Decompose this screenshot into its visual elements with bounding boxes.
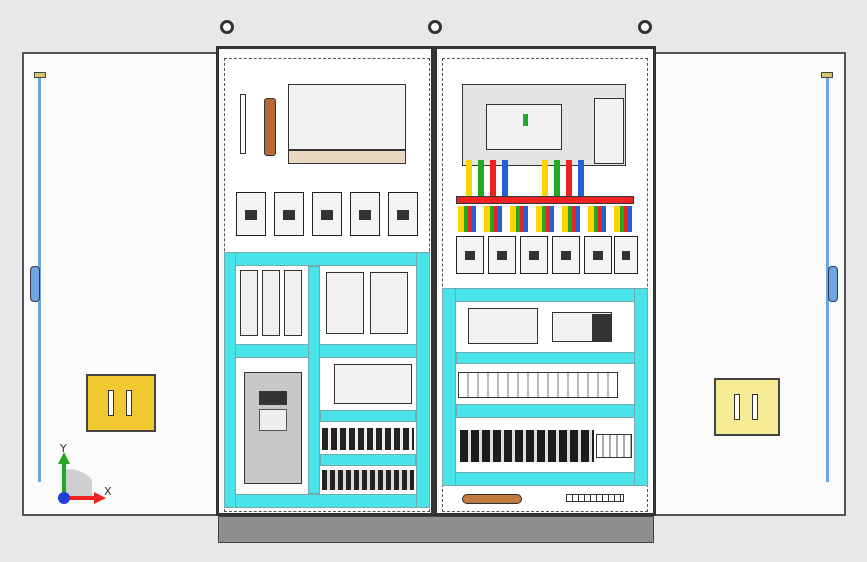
bus-cable-blue bbox=[578, 160, 584, 196]
bus-cable-red bbox=[490, 160, 496, 196]
breaker bbox=[584, 236, 612, 274]
busbar-stripes bbox=[458, 206, 634, 232]
right-door-hinge-rail bbox=[826, 76, 829, 482]
lifting-eye-icon bbox=[638, 20, 652, 34]
plc-green-marker bbox=[523, 114, 528, 126]
wire-duct-vertical bbox=[634, 288, 648, 486]
bus-cable-green bbox=[478, 160, 484, 196]
plc-io-module bbox=[594, 98, 624, 164]
power-supply bbox=[326, 272, 364, 334]
busbar-small-vertical bbox=[264, 98, 276, 156]
breaker bbox=[312, 192, 342, 236]
bus-cable-blue bbox=[502, 160, 508, 196]
left-hinge-top bbox=[34, 72, 46, 78]
terminal-block-row bbox=[460, 430, 594, 462]
breaker bbox=[488, 236, 516, 274]
left-hinge-mid bbox=[30, 266, 40, 302]
bus-cable-red bbox=[566, 160, 572, 196]
fuse-holder bbox=[284, 270, 302, 336]
plc-expansion bbox=[468, 308, 538, 344]
right-hinge-top bbox=[821, 72, 833, 78]
breaker bbox=[388, 192, 418, 236]
axis-label-y: Y bbox=[60, 442, 67, 455]
wire-duct-vertical bbox=[224, 252, 236, 508]
wire-duct-horizontal bbox=[224, 494, 430, 508]
breaker bbox=[274, 192, 304, 236]
wire-duct-horizontal bbox=[456, 404, 636, 418]
breaker bbox=[236, 192, 266, 236]
wire-duct-horizontal bbox=[442, 472, 648, 486]
terminal-block-row bbox=[322, 470, 414, 490]
axis-triad-icon bbox=[52, 440, 122, 510]
breaker bbox=[552, 236, 580, 274]
right-hinge-mid bbox=[828, 266, 838, 302]
terminal-strip-bottom bbox=[596, 434, 632, 458]
bus-cable-yellow bbox=[466, 160, 472, 196]
frequency-inverter bbox=[244, 372, 302, 484]
terminal-strip-small bbox=[566, 494, 624, 502]
wire-duct-horizontal bbox=[456, 352, 636, 364]
plc-cpu bbox=[486, 104, 562, 150]
lifting-eye-icon bbox=[428, 20, 442, 34]
wire-duct-vertical bbox=[442, 288, 456, 486]
fuse-holder bbox=[262, 270, 280, 336]
door-handle-icon[interactable] bbox=[714, 378, 780, 436]
right-door[interactable] bbox=[652, 52, 846, 516]
plc-module bbox=[334, 364, 412, 404]
wire-duct-horizontal bbox=[320, 410, 416, 422]
main-switch bbox=[288, 84, 406, 150]
power-supply bbox=[370, 272, 408, 334]
terminal-block-row bbox=[322, 428, 414, 450]
breaker bbox=[520, 236, 548, 274]
axis-label-x: X bbox=[104, 485, 112, 498]
breaker bbox=[350, 192, 380, 236]
wire-duct-horizontal bbox=[224, 344, 430, 358]
inverter-keypad bbox=[259, 409, 287, 431]
fuse-holder bbox=[240, 270, 258, 336]
control-module-keys bbox=[592, 314, 612, 342]
wire-duct-horizontal bbox=[320, 454, 416, 466]
busbar-red bbox=[456, 196, 634, 204]
inverter-display bbox=[259, 391, 287, 405]
breaker bbox=[614, 236, 638, 274]
wire-duct-horizontal bbox=[224, 252, 430, 266]
earth-busbar bbox=[462, 494, 522, 504]
wire-duct-vertical bbox=[416, 252, 430, 508]
bus-cable-green bbox=[554, 160, 560, 196]
wire-duct-horizontal bbox=[442, 288, 648, 302]
cabinet-base bbox=[218, 516, 654, 543]
lifting-eye-icon bbox=[220, 20, 234, 34]
terminal-strip-vertical bbox=[240, 94, 246, 154]
bus-cable-yellow bbox=[542, 160, 548, 196]
door-handle-icon[interactable] bbox=[86, 374, 156, 432]
left-door[interactable] bbox=[22, 52, 220, 516]
breaker bbox=[456, 236, 484, 274]
terminal-strip-mid bbox=[458, 372, 618, 398]
wire-duct-vertical bbox=[308, 266, 320, 494]
main-switch-base bbox=[288, 150, 406, 164]
